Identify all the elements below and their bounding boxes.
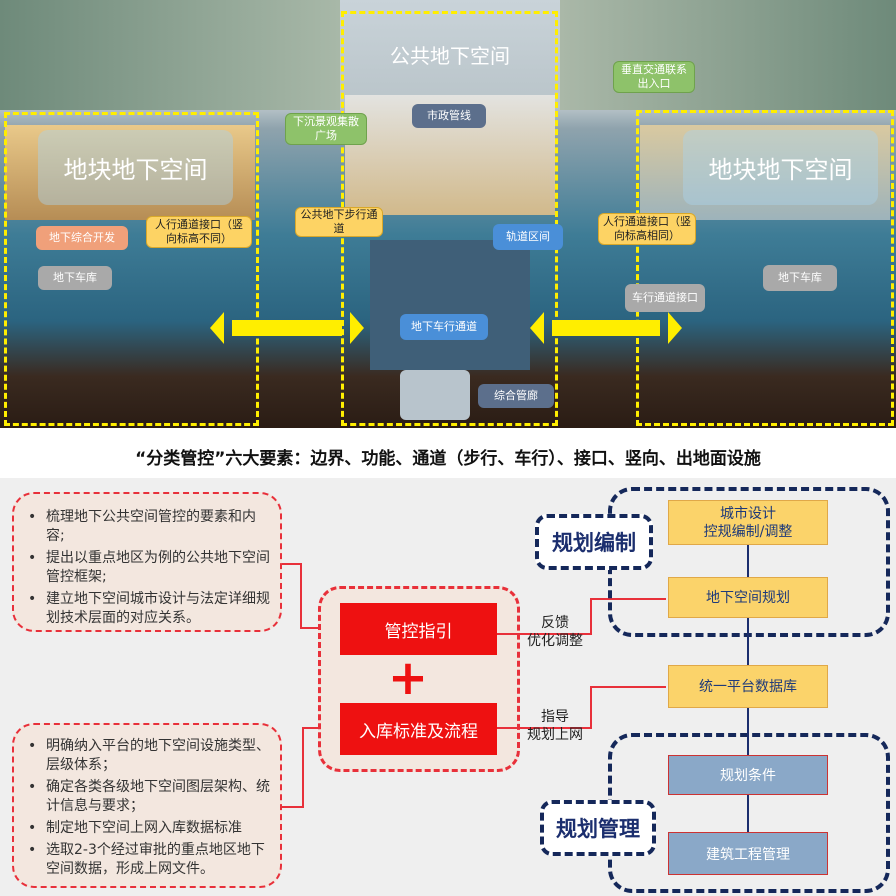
- mall-right: [640, 125, 890, 220]
- public-space-label: 公共地下空间: [390, 44, 510, 68]
- note-item: 梳理地下公共空间管控的要素和内容;: [24, 508, 270, 546]
- vehicle-interface-callout: 车行通道接口: [625, 284, 705, 312]
- plus-icon: +: [387, 650, 429, 706]
- garage-right-callout: 地下车库: [763, 265, 837, 291]
- utility-tunnel-callout: 综合管廊: [478, 384, 554, 408]
- underground-road-callout: 地下车行通道: [400, 314, 488, 340]
- urban-design-label: 城市设计: [720, 505, 776, 522]
- underground-space-illustration: 公共地下空间 地块地下空间 地块地下空间 下沉景观集散广场 市政管线 垂直交通联…: [0, 0, 896, 428]
- database-standard-notes: 明确纳入平台的地下空间设施类型、层级体系； 确定各类各级地下空间图层架构、统计信…: [12, 723, 282, 888]
- municipal-pipeline-callout: 市政管线: [412, 104, 486, 128]
- utility-tunnel-pipes: [400, 370, 470, 420]
- garage-left-callout: 地下车库: [38, 266, 112, 290]
- building-left: [0, 0, 340, 110]
- connection-arrow-left: [210, 312, 364, 344]
- building-mgmt-box: 建筑工程管理: [668, 832, 828, 875]
- note-item: 制定地下空间上网入库数据标准: [24, 819, 270, 838]
- complex-dev-callout: 地下综合开发: [36, 226, 128, 250]
- note-item: 选取2-3个经过审批的重点地区地下空间数据，形成上网文件。: [24, 841, 270, 879]
- note-item: 提出以重点地区为例的公共地下空间管控框架;: [24, 549, 270, 587]
- guide-label: 指导: [541, 709, 569, 725]
- ped-interface-right-callout: 人行通道接口（竖向标高相同）: [598, 213, 696, 245]
- platform-db-box: 统一平台数据库: [668, 665, 828, 708]
- planning-compile-label: 规划编制: [535, 514, 653, 570]
- vertical-link-callout: 垂直交通联系出入口: [613, 61, 695, 93]
- boundary-left-block: [4, 112, 259, 426]
- regulatory-plan-label: 控规编制/调整: [703, 523, 793, 540]
- db-standard-box: 入库标准及流程: [340, 703, 497, 755]
- note-item: 确定各类各级地下空间图层架构、统计信息与要求；: [24, 778, 270, 816]
- building-right: [560, 0, 896, 110]
- feedback-note: 反馈 优化调整: [520, 614, 590, 650]
- control-guide-box: 管控指引: [340, 603, 497, 655]
- feedback-label: 反馈: [541, 615, 569, 631]
- online-label: 规划上网: [527, 727, 583, 743]
- block-space-left-label: 地块地下空间: [38, 130, 233, 205]
- optimize-label: 优化调整: [527, 633, 583, 649]
- sunken-plaza-callout: 下沉景观集散广场: [285, 113, 367, 145]
- connection-arrow-right: [530, 312, 682, 344]
- urban-design-box: 城市设计控规编制/调整: [668, 500, 828, 545]
- planning-manage-label: 规划管理: [540, 800, 656, 856]
- underground-plan-box: 地下空间规划: [668, 577, 828, 618]
- note-item: 建立地下空间城市设计与法定详细规划技术层面的对应关系。: [24, 590, 270, 628]
- road-tunnel: [370, 240, 530, 370]
- rail-section-callout: 轨道区间: [493, 224, 563, 250]
- boundary-right-block: [636, 110, 894, 426]
- mall-left: [5, 125, 255, 220]
- planning-conditions-box: 规划条件: [668, 755, 828, 795]
- block-space-right-label: 地块地下空间: [683, 130, 878, 205]
- guide-note: 指导 规划上网: [520, 708, 590, 744]
- note-item: 明确纳入平台的地下空间设施类型、层级体系；: [24, 737, 270, 775]
- public-ped-passage-callout: 公共地下步行通道: [295, 207, 383, 237]
- six-elements-title: “分类管控”六大要素：边界、功能、通道（步行、车行）、接口、竖向、出地面设施: [135, 449, 761, 469]
- control-guide-notes: 梳理地下公共空间管控的要素和内容; 提出以重点地区为例的公共地下空间管控框架; …: [12, 492, 282, 632]
- ped-interface-left-callout: 人行通道接口（竖向标高不同）: [146, 216, 252, 248]
